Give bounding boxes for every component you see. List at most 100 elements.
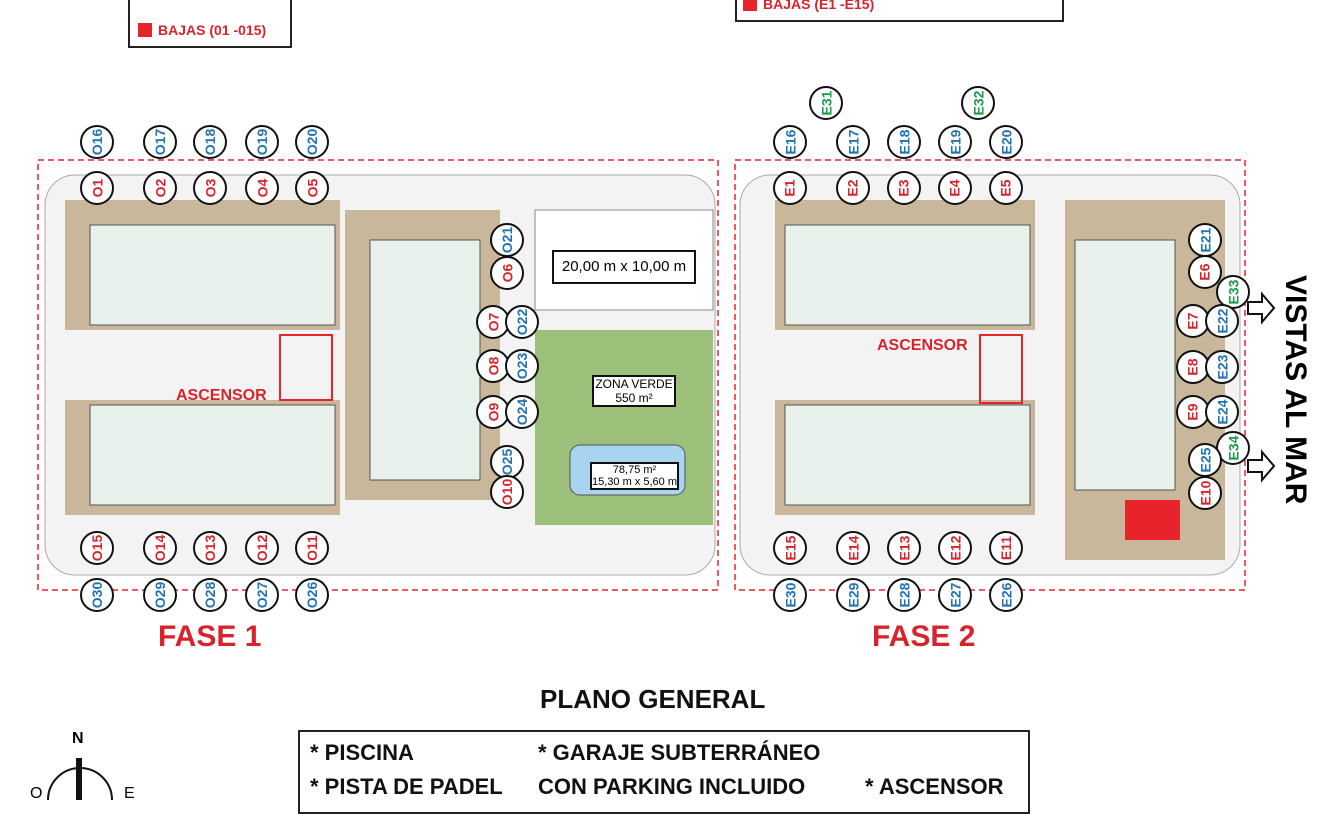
unit-marker[interactable]: E27 (938, 578, 972, 612)
unit-marker-label: E16 (781, 129, 798, 155)
unit-marker[interactable]: O21 (490, 223, 524, 257)
unit-marker[interactable]: O19 (245, 125, 279, 159)
unit-marker-label: E7 (1185, 312, 1201, 330)
legend-fase2: BAJAS (E1 -E15) (735, 0, 1064, 22)
unit-marker-label: E27 (946, 582, 963, 608)
unit-marker[interactable]: E28 (887, 578, 921, 612)
unit-marker[interactable]: E24 (1205, 395, 1239, 429)
unit-marker[interactable]: E15 (773, 531, 807, 565)
unit-marker[interactable]: O14 (143, 531, 177, 565)
unit-marker-label: E6 (1197, 263, 1213, 281)
unit-marker[interactable]: O30 (80, 578, 114, 612)
unit-marker[interactable]: E12 (938, 531, 972, 565)
unit-marker[interactable]: E1 (773, 171, 807, 205)
unit-marker-label: O12 (254, 534, 270, 562)
unit-marker[interactable]: E9 (1176, 395, 1210, 429)
zona-verde-area: 550 m² (615, 391, 653, 405)
unit-marker[interactable]: O15 (80, 531, 114, 565)
fase2-units-east (1074, 239, 1176, 491)
fase1-boundary (37, 159, 719, 591)
unit-marker[interactable]: O29 (143, 578, 177, 612)
unit-marker[interactable]: O8 (476, 349, 510, 383)
features-box: * PISCINA * GARAJE SUBTERRÁNEO * PISTA D… (298, 730, 1030, 814)
unit-marker-label: E25 (1196, 447, 1213, 473)
unit-marker[interactable]: O3 (193, 171, 227, 205)
unit-marker[interactable]: O6 (490, 256, 524, 290)
unit-marker-label: O29 (152, 581, 168, 609)
compass-o: O (30, 785, 43, 802)
unit-marker[interactable]: E25 (1188, 443, 1222, 477)
unit-marker[interactable]: E32 (961, 86, 995, 120)
feature-padel: * PISTA DE PADEL (310, 774, 503, 799)
unit-marker[interactable]: E11 (989, 531, 1023, 565)
unit-marker[interactable]: E16 (773, 125, 807, 159)
unit-marker[interactable]: O10 (490, 475, 524, 509)
unit-marker[interactable]: E19 (938, 125, 972, 159)
unit-marker-label: E24 (1213, 399, 1230, 425)
unit-marker[interactable]: E21 (1188, 223, 1222, 257)
unit-marker-label: E8 (1185, 358, 1201, 376)
unit-marker[interactable]: O25 (490, 445, 524, 479)
unit-marker-label: E14 (844, 535, 861, 561)
unit-marker[interactable]: O23 (505, 349, 539, 383)
unit-marker[interactable]: E20 (989, 125, 1023, 159)
unit-marker[interactable]: O12 (245, 531, 279, 565)
unit-marker-label: E28 (895, 582, 912, 608)
unit-marker[interactable]: O7 (476, 305, 510, 339)
unit-marker[interactable]: O4 (245, 171, 279, 205)
unit-marker[interactable]: E31 (809, 86, 843, 120)
unit-marker-label: E23 (1213, 354, 1230, 380)
unit-marker[interactable]: O18 (193, 125, 227, 159)
unit-marker[interactable]: E3 (887, 171, 921, 205)
unit-marker[interactable]: E7 (1176, 304, 1210, 338)
unit-marker-label: E19 (946, 129, 963, 155)
unit-marker[interactable]: E33 (1216, 275, 1250, 309)
unit-marker[interactable]: O5 (295, 171, 329, 205)
unit-marker[interactable]: E8 (1176, 350, 1210, 384)
unit-marker[interactable]: O11 (295, 531, 329, 565)
unit-marker[interactable]: O26 (295, 578, 329, 612)
unit-marker[interactable]: O1 (80, 171, 114, 205)
unit-marker[interactable]: E30 (773, 578, 807, 612)
unit-marker[interactable]: O24 (505, 395, 539, 429)
fase2-ascensor-label: ASCENSOR (877, 337, 968, 354)
unit-marker[interactable]: E29 (836, 578, 870, 612)
unit-marker[interactable]: E18 (887, 125, 921, 159)
garden (535, 330, 713, 525)
unit-marker-label: O24 (514, 398, 530, 426)
unit-marker[interactable]: E17 (836, 125, 870, 159)
unit-marker-label: E20 (997, 129, 1014, 155)
unit-marker[interactable]: E14 (836, 531, 870, 565)
unit-marker[interactable]: E22 (1205, 304, 1239, 338)
unit-marker[interactable]: E13 (887, 531, 921, 565)
fase1-ascensor-label: ASCENSOR (176, 387, 267, 404)
unit-marker-label: E26 (997, 582, 1014, 608)
unit-marker[interactable]: E26 (989, 578, 1023, 612)
unit-marker[interactable]: O13 (193, 531, 227, 565)
unit-marker-label: E21 (1196, 227, 1213, 253)
unit-marker[interactable]: E4 (938, 171, 972, 205)
unit-marker-label: O10 (499, 478, 515, 506)
unit-marker[interactable]: O16 (80, 125, 114, 159)
unit-marker[interactable]: O2 (143, 171, 177, 205)
unit-marker[interactable]: E23 (1205, 350, 1239, 384)
unit-marker[interactable]: E2 (836, 171, 870, 205)
unit-marker[interactable]: O28 (193, 578, 227, 612)
zona-verde-label: ZONA VERDE 550 m² (592, 375, 676, 407)
unit-marker[interactable]: O17 (143, 125, 177, 159)
legend-bajas-label: BAJAS (01 -015) (158, 22, 267, 38)
unit-marker[interactable]: O22 (505, 305, 539, 339)
feature-ascensor: * ASCENSOR (865, 774, 1004, 799)
unit-marker-label: E31 (817, 90, 834, 116)
unit-marker[interactable]: E5 (989, 171, 1023, 205)
unit-marker-label: E33 (1224, 279, 1241, 305)
arrow-icon (1247, 291, 1276, 325)
unit-marker[interactable]: O27 (245, 578, 279, 612)
compass-n: N (72, 730, 84, 747)
unit-marker[interactable]: E10 (1188, 476, 1222, 510)
unit-marker-label: O25 (499, 448, 515, 476)
unit-marker[interactable]: O20 (295, 125, 329, 159)
unit-marker[interactable]: E6 (1188, 255, 1222, 289)
unit-marker-label: E34 (1224, 435, 1241, 461)
unit-marker-label: O18 (202, 128, 218, 156)
